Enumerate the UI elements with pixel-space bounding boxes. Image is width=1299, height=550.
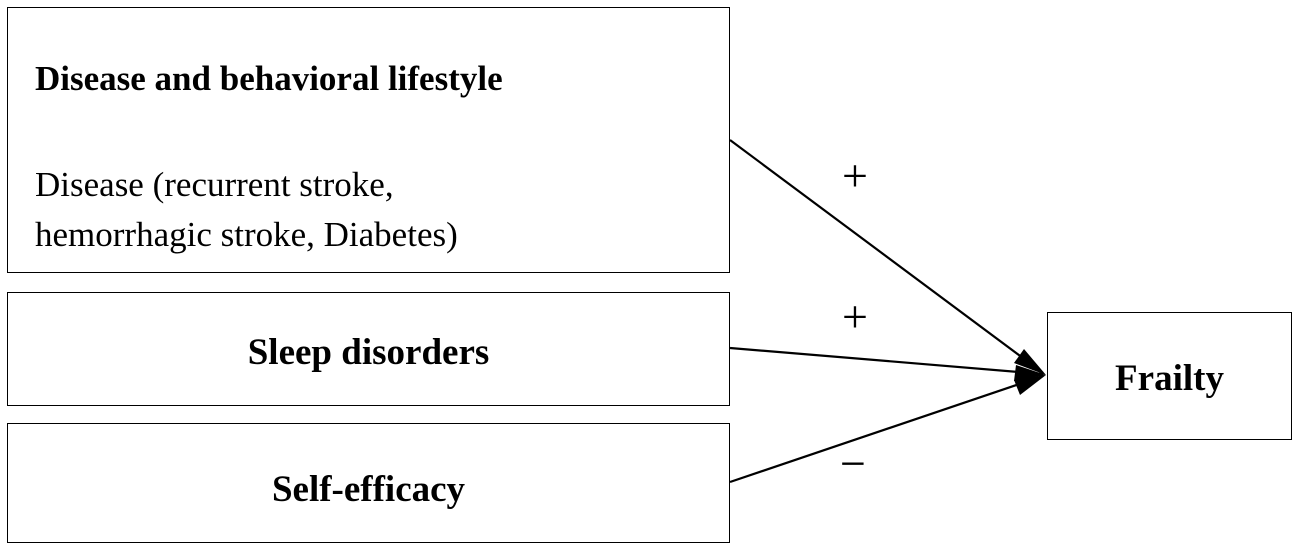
arrow-self-efficacy-to-frailty	[729, 374, 1044, 484]
arrowhead-disease	[1014, 349, 1046, 375]
disease-lifestyle-heading: Disease and behavioral lifestyle	[35, 59, 503, 98]
arrow-disease-to-frailty	[729, 139, 1044, 374]
sleep-disorders-box: Sleep disorders	[7, 292, 730, 406]
arrow-sleep-to-frailty	[729, 346, 1044, 376]
self-efficacy-box: Self-efficacy	[7, 423, 730, 543]
disease-detail-text: Disease (recurrent stroke, hemorrhagic s…	[35, 160, 458, 260]
positive-sign-disease: +	[842, 150, 868, 201]
frailty-label: Frailty	[1115, 357, 1224, 399]
self-efficacy-label: Self-efficacy	[271, 468, 466, 510]
sleep-disorders-label: Sleep disorders	[247, 331, 490, 373]
frailty-box: Frailty	[1047, 312, 1292, 440]
disease-detail-line-1: Disease (recurrent stroke,	[35, 165, 394, 204]
positive-sign-sleep: +	[842, 291, 868, 342]
arrowhead-self-efficacy	[1014, 375, 1046, 395]
arrowhead-sleep	[1014, 365, 1046, 381]
disease-detail-line-2: hemorrhagic stroke, Diabetes)	[35, 215, 458, 254]
disease-lifestyle-box: Disease and behavioral lifestyle Disease…	[7, 7, 730, 273]
negative-sign-self-efficacy: −	[840, 438, 866, 489]
